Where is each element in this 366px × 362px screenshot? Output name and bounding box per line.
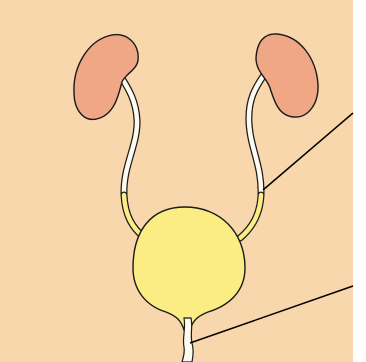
urinary-system-diagram — [0, 0, 366, 362]
diagram-canvas — [0, 0, 366, 362]
